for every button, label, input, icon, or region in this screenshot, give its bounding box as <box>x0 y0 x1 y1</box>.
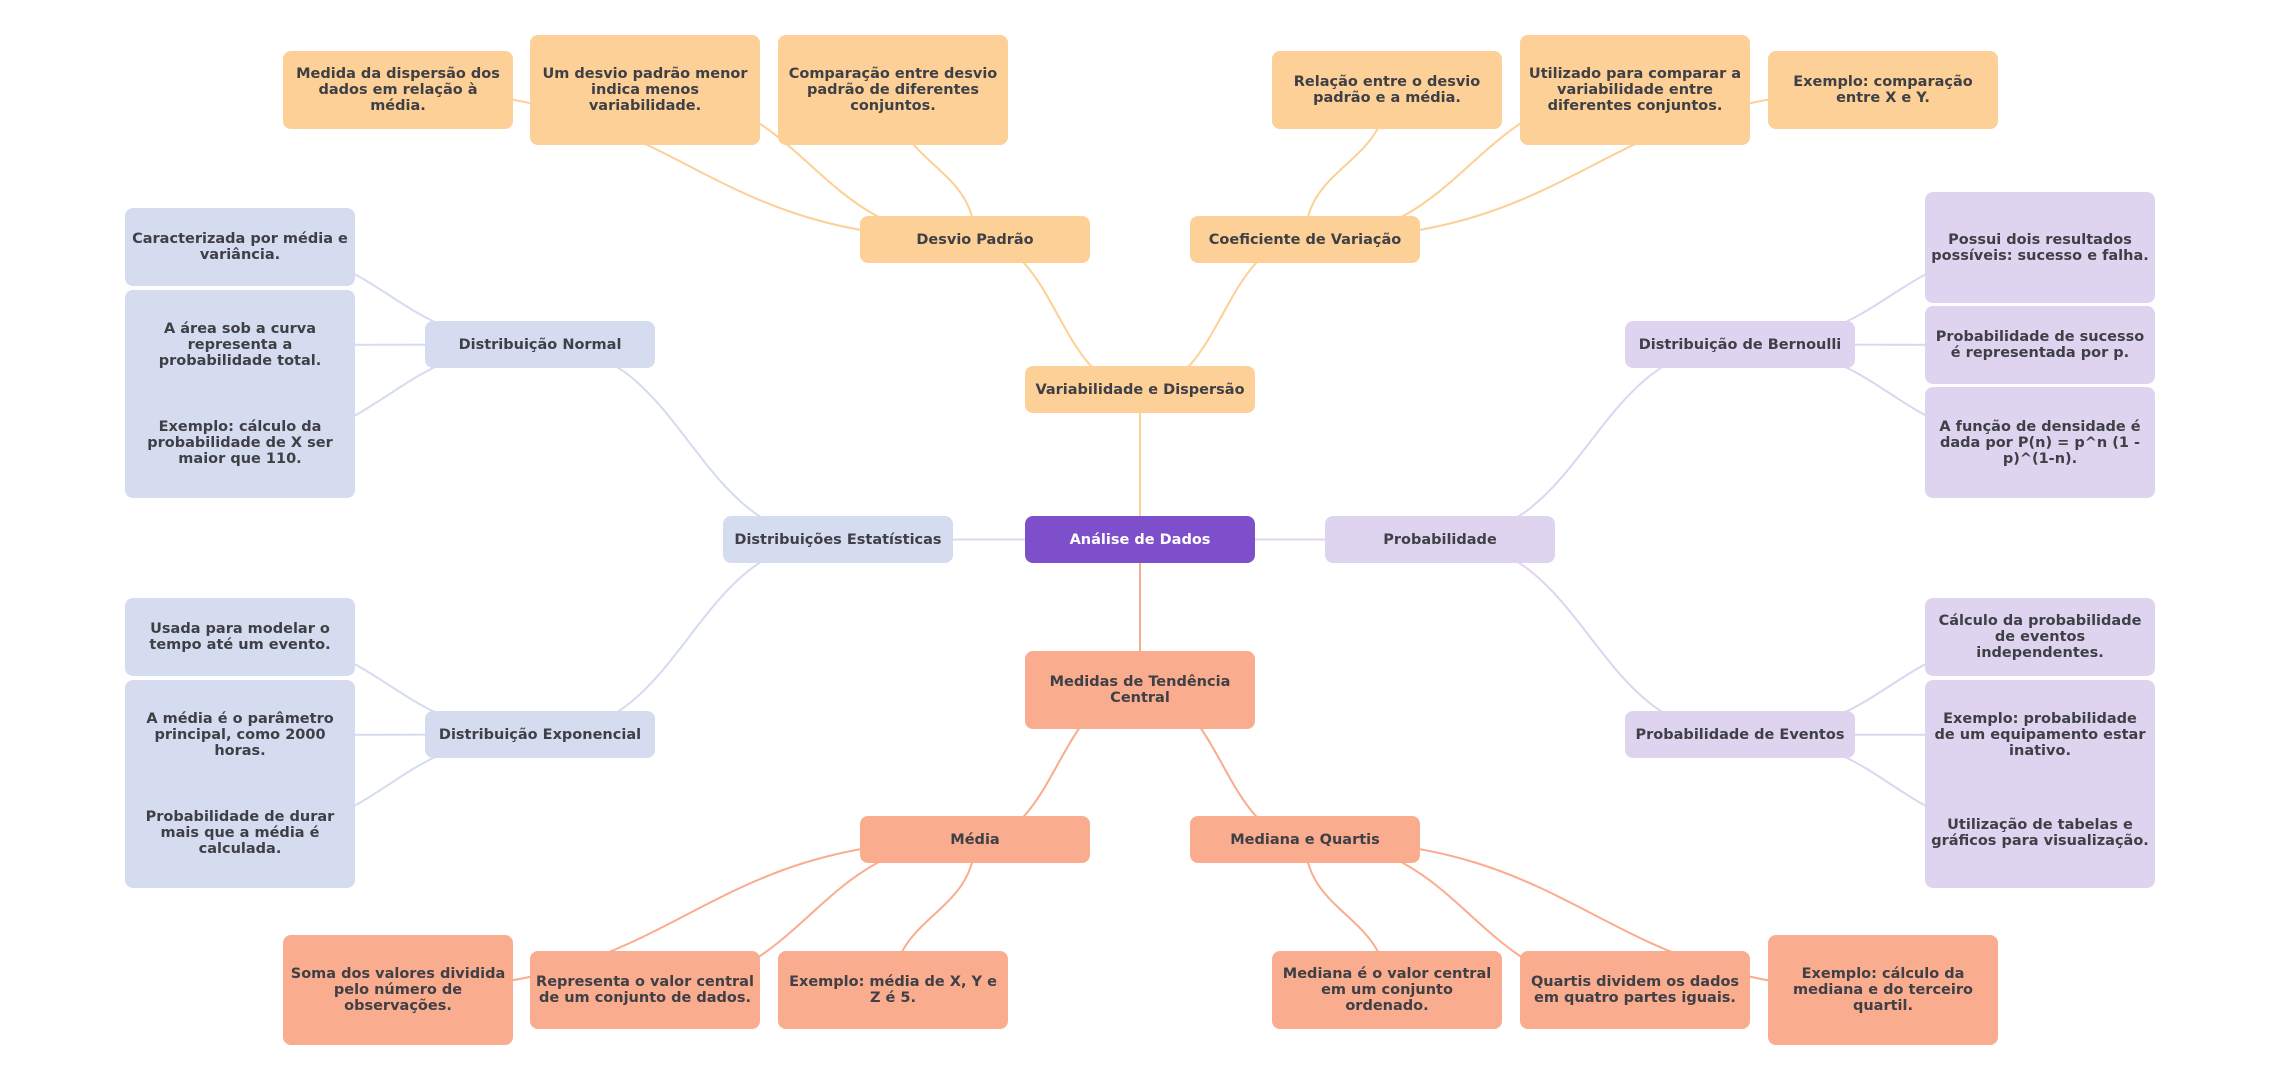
leaf-node[interactable]: Cálculo da probabilidade de eventos inde… <box>1925 598 2155 676</box>
root-node[interactable]: Análise de Dados <box>1025 516 1255 563</box>
leaf-node[interactable]: Exemplo: probabilidade de um equipamento… <box>1925 680 2155 790</box>
leaf-node[interactable]: Quartis dividem os dados em quatro parte… <box>1520 951 1750 1029</box>
topic-coeficiente-variacao[interactable]: Coeficiente de Variação <box>1190 216 1420 263</box>
topic-distribuicao-bernoulli[interactable]: Distribuição de Bernoulli <box>1625 321 1855 368</box>
topic-probabilidade[interactable]: Probabilidade <box>1325 516 1555 563</box>
connector-prob-bern <box>1439 343 1741 541</box>
leaf-node[interactable]: Probabilidade de durar mais que a média … <box>125 778 355 888</box>
leaf-node[interactable]: Medida da dispersão dos dados em relação… <box>283 51 513 129</box>
topic-media[interactable]: Média <box>860 816 1090 863</box>
topic-probabilidade-eventos[interactable]: Probabilidade de Eventos <box>1625 711 1855 758</box>
topic-mediana-quartis[interactable]: Mediana e Quartis <box>1190 816 1420 863</box>
topic-distribuicoes-estatisticas[interactable]: Distribuições Estatísticas <box>723 516 953 563</box>
connector-dist-normal <box>539 343 839 541</box>
leaf-node[interactable]: Utilização de tabelas e gráficos para vi… <box>1925 778 2155 888</box>
leaf-node[interactable]: A área sob a curva representa a probabil… <box>125 290 355 400</box>
leaf-node[interactable]: Soma dos valores dividida pelo número de… <box>283 935 513 1045</box>
leaf-node[interactable]: A função de densidade é dada por P(n) = … <box>1925 387 2155 498</box>
leaf-node[interactable]: Um desvio padrão menor indica menos vari… <box>530 35 760 145</box>
leaf-node[interactable]: Exemplo: média de X, Y e Z é 5. <box>778 951 1008 1029</box>
topic-medidas-tendencia-central[interactable]: Medidas de Tendência Central <box>1025 651 1255 729</box>
leaf-node[interactable]: Caracterizada por média e variância. <box>125 208 355 286</box>
leaf-node[interactable]: Exemplo: cálculo da mediana e do terceir… <box>1768 935 1998 1045</box>
connector-prob-event <box>1439 538 1741 736</box>
topic-variabilidade-dispersao[interactable]: Variabilidade e Dispersão <box>1025 366 1255 413</box>
leaf-node[interactable]: Utilizado para comparar a variabilidade … <box>1520 35 1750 145</box>
leaf-node[interactable]: Relação entre o desvio padrão e a média. <box>1272 51 1502 129</box>
topic-desvio-padrao[interactable]: Desvio Padrão <box>860 216 1090 263</box>
leaf-node[interactable]: Probabilidade de sucesso é representada … <box>1925 306 2155 384</box>
topic-distribuicao-exponencial[interactable]: Distribuição Exponencial <box>425 711 655 758</box>
leaf-node[interactable]: A média é o parâmetro principal, como 20… <box>125 680 355 790</box>
leaf-node[interactable]: Exemplo: comparação entre X e Y. <box>1768 51 1998 129</box>
leaf-node[interactable]: Comparação entre desvio padrão de difere… <box>778 35 1008 145</box>
connector-dist-expo <box>539 538 839 736</box>
leaf-node[interactable]: Possui dois resultados possíveis: sucess… <box>1925 192 2155 303</box>
topic-distribuicao-normal[interactable]: Distribuição Normal <box>425 321 655 368</box>
leaf-node[interactable]: Usada para modelar o tempo até um evento… <box>125 598 355 676</box>
leaf-node[interactable]: Exemplo: cálculo da probabilidade de X s… <box>125 388 355 498</box>
leaf-node[interactable]: Mediana é o valor central em um conjunto… <box>1272 951 1502 1029</box>
leaf-node[interactable]: Representa o valor central de um conjunt… <box>530 951 760 1029</box>
